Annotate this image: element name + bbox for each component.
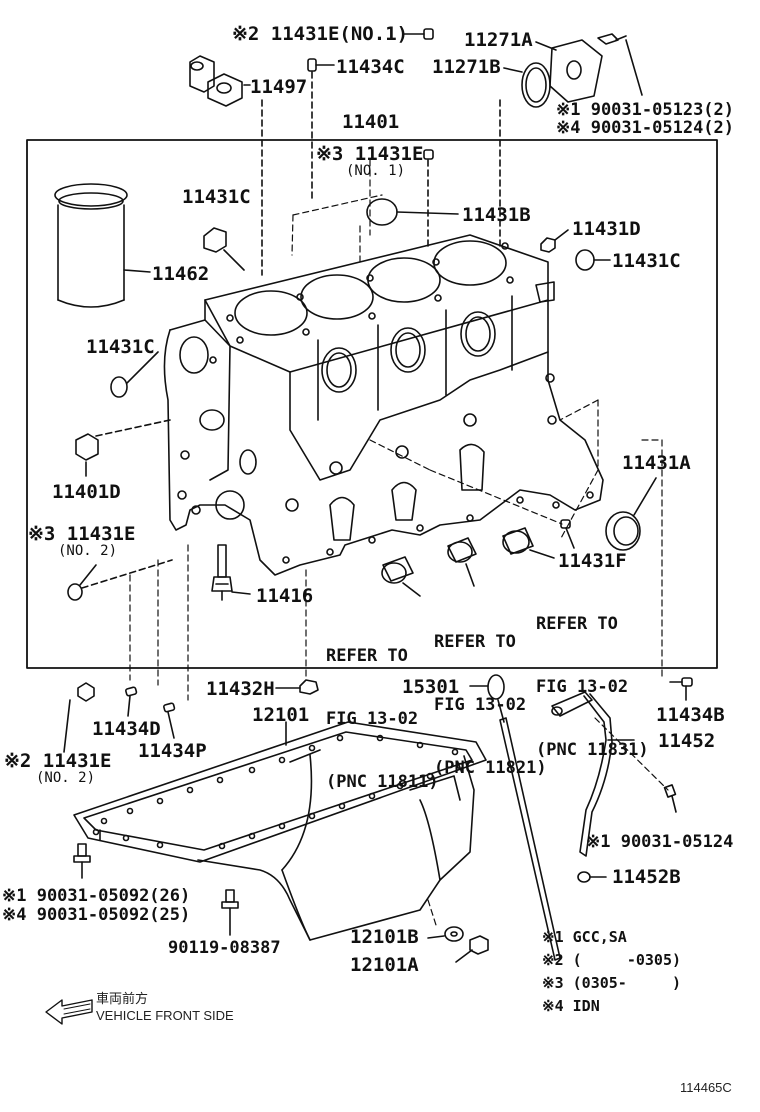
refer-line: (PNC 11831) <box>536 740 649 760</box>
label-11401: 11401 <box>342 111 400 133</box>
pin-11434b <box>669 677 693 701</box>
stud-11416 <box>211 544 251 601</box>
label-no1: (NO. 1) <box>346 163 406 179</box>
dipstick-guide-11452 <box>551 691 635 857</box>
pin-11434p <box>163 702 176 739</box>
label-12101a: 12101A <box>350 954 419 976</box>
label-11431b: 11431B <box>462 204 531 226</box>
vehicle-front-jp: 車両前方 <box>96 991 149 1006</box>
label-bolt-1: ※1 90031-05123(2) <box>556 100 735 120</box>
label-90031-05124: ※1 90031-05124 <box>586 832 734 852</box>
oil-pan-12101 <box>73 721 487 941</box>
bolt-90031-05124 <box>663 784 677 813</box>
label-90119-08387: 90119-08387 <box>168 938 281 958</box>
refer-line: FIG 13-02 <box>434 695 527 715</box>
label-11462: 11462 <box>152 263 210 285</box>
label-11434p: 11434P <box>138 740 207 762</box>
label-12101: 12101 <box>252 704 310 726</box>
bearing-11831 <box>502 527 555 559</box>
gasket-11271b <box>499 62 551 249</box>
legend-item: ※3 (0305- ) <box>542 974 681 992</box>
refer-pnc-11811: REFER TO FIG 13-02 (PNC 11811) <box>326 604 439 814</box>
plug-11431e-no1-top <box>403 28 434 40</box>
label-15301: 15301 <box>402 676 460 698</box>
refer-line: FIG 13-02 <box>326 709 419 729</box>
label-11271a: 11271A <box>464 29 533 51</box>
plug-11431c-a <box>203 227 245 271</box>
legend-item: ※4 IDN <box>542 997 600 1015</box>
label-11271b: 11271B <box>432 56 501 78</box>
legend-item: ※2 ( -0305) <box>542 951 681 969</box>
label-no2-bot: (NO. 2) <box>36 770 96 786</box>
refer-line: (PNC 11821) <box>434 758 547 778</box>
refer-line: (PNC 11811) <box>326 772 439 792</box>
label-11432h: 11432H <box>206 678 275 700</box>
label-11497: 11497 <box>250 76 308 98</box>
bearing-11821 <box>447 537 477 587</box>
label-11452b: 11452B <box>612 866 681 888</box>
pin-11434d <box>125 686 138 717</box>
label-90031-05092-4: ※4 90031-05092(25) <box>2 905 191 925</box>
label-11434c: 11434C <box>336 56 405 78</box>
cylinder-liner-11462 <box>54 183 151 308</box>
label-11401d: 11401D <box>52 481 121 503</box>
label-11434d: 11434D <box>92 718 161 740</box>
label-11431e-no1-top: ※2 11431E(NO.1) <box>232 23 409 45</box>
label-11416: 11416 <box>256 585 314 607</box>
refer-line: REFER TO <box>434 632 516 652</box>
bracket-11497 <box>189 55 263 276</box>
rear-seal-11431a <box>605 477 657 551</box>
label-11431a: 11431A <box>622 452 691 474</box>
label-bolt-4: ※4 90031-05124(2) <box>556 118 735 138</box>
pin-11434c <box>307 58 335 201</box>
plug-11431e-no1-mid <box>423 149 434 251</box>
plug-11431d <box>540 229 569 253</box>
label-11431e-no1-mid: ※3 11431E <box>316 143 424 165</box>
plug-11431e-no2-bot <box>63 682 95 753</box>
bolt-90119-08387 <box>221 889 239 936</box>
figure-code: 114465C <box>680 1080 732 1095</box>
legend-item: ※1 GCC,SA <box>542 928 627 946</box>
refer-line: REFER TO <box>326 646 408 666</box>
plug-11431e-no2-mid <box>67 559 173 601</box>
plug-11432h <box>275 679 319 695</box>
plug-11401d <box>75 419 171 477</box>
plug-11431f <box>560 519 575 549</box>
dipstick-15301 <box>469 674 561 961</box>
front-arrow-icon <box>45 999 93 1025</box>
label-11434b: 11434B <box>656 704 725 726</box>
gasket-12101b <box>427 926 464 942</box>
label-11431e-no2-mid: ※3 11431E <box>28 523 136 545</box>
plug-12101a <box>455 935 489 963</box>
label-no2-mid: (NO. 2) <box>58 543 118 559</box>
bearing-11811 <box>381 556 421 597</box>
label-11431c-a: 11431C <box>182 186 251 208</box>
refer-pnc-11821: REFER TO FIG 13-02 (PNC 11821) <box>434 590 547 800</box>
label-11431d: 11431D <box>572 218 641 240</box>
oring-11452b <box>577 871 607 883</box>
plug-11431c-c <box>110 351 159 398</box>
label-90031-05092-1: ※1 90031-05092(26) <box>2 886 191 906</box>
refer-line: REFER TO <box>536 614 618 634</box>
plug-11431c-b <box>575 249 611 271</box>
label-11431c-b: 11431C <box>612 250 681 272</box>
vehicle-front-note: 車両前方 VEHICLE FRONT SIDE <box>96 990 234 1024</box>
label-12101b: 12101B <box>350 926 419 948</box>
label-11431e-no2-bot: ※2 11431E <box>4 750 112 772</box>
label-11452: 11452 <box>658 730 716 752</box>
label-11431f: 11431F <box>558 550 627 572</box>
refer-pnc-11831: REFER TO FIG 13-02 (PNC 11831) <box>536 572 649 782</box>
label-11431c-c: 11431C <box>86 336 155 358</box>
plug-11431b <box>366 198 459 226</box>
engine-block-frame <box>26 139 718 669</box>
bolt-90031-05123 <box>597 33 643 96</box>
cylinder-block-11401 <box>163 234 604 576</box>
vehicle-front-en: VEHICLE FRONT SIDE <box>96 1008 234 1023</box>
legend: ※1 GCC,SA ※2 ( -0305) ※3 (0305- ) ※4 IDN <box>542 926 681 1018</box>
refer-line: FIG 13-02 <box>536 677 629 697</box>
bolt-90031-05092 <box>73 843 91 879</box>
